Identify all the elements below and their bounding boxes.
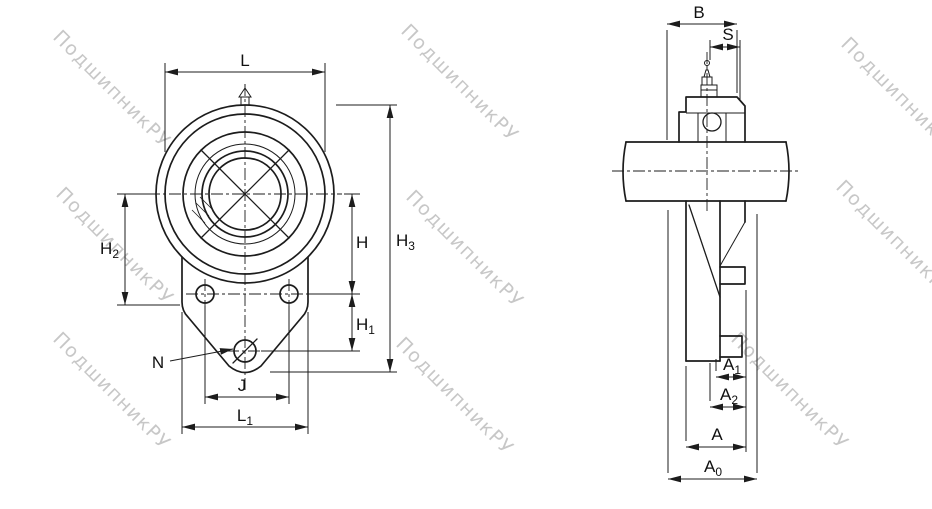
dim-H3: H3 xyxy=(270,104,415,373)
dim-label-N: N xyxy=(152,353,164,372)
watermark-text: ПодшипникРУ xyxy=(836,33,932,160)
dim-label-H2: H2 xyxy=(100,239,119,261)
housing-inner-circle xyxy=(164,113,326,275)
dim-label-A2: A2 xyxy=(720,385,738,407)
watermark-text: ПодшипникРУ xyxy=(48,328,175,455)
section-hatch xyxy=(191,196,214,224)
bearing-ball xyxy=(702,112,722,132)
shaft-left-end xyxy=(622,141,627,202)
dim-H1: H1 xyxy=(261,294,375,352)
watermark-layer: ПодшипникРУ ПодшипникРУ ПодшипникРУ Подш… xyxy=(48,20,932,460)
housing-bottom-section xyxy=(685,200,746,362)
housing-top-section xyxy=(678,60,746,143)
dim-label-H: H xyxy=(356,233,368,252)
front-view: L H3 H H1 H2 N xyxy=(100,51,415,434)
dim-label-H3: H3 xyxy=(396,231,415,253)
inner-ring-circle xyxy=(201,150,289,238)
housing-outer-circle xyxy=(155,104,335,284)
side-boss-middle xyxy=(719,266,746,285)
dim-label-A: A xyxy=(711,425,723,444)
dim-H2: H2 xyxy=(100,193,180,306)
dim-L1: L1 xyxy=(181,312,309,434)
dim-N: N xyxy=(152,348,234,372)
set-screw xyxy=(700,84,718,97)
watermark-text: ПодшипникРУ xyxy=(48,26,175,153)
watermark-text: ПодшипникРУ xyxy=(396,20,523,147)
bolt-hole-left xyxy=(195,284,215,304)
watermark-text: ПодшипникРУ xyxy=(831,176,932,303)
bearing-ring-circle xyxy=(194,143,296,245)
housing-circles xyxy=(155,104,335,284)
dim-label-H1: H1 xyxy=(356,315,375,337)
centerlines-side xyxy=(612,52,800,214)
dim-A0: A0 xyxy=(667,210,758,483)
bearing-outer-ring-circle xyxy=(182,131,308,257)
flange-slant-edge xyxy=(688,204,721,298)
watermark-text: ПодшипникРУ xyxy=(401,186,528,313)
flange-outline xyxy=(181,256,309,374)
dim-H: H xyxy=(306,193,368,295)
side-boss-bottom xyxy=(719,335,743,358)
bolt-hole-bottom-slash xyxy=(232,338,258,364)
bolt-hole-bottom xyxy=(233,339,257,363)
dim-label-A1: A1 xyxy=(723,355,741,377)
grease-nipple xyxy=(701,60,713,85)
side-view: B S A1 A2 A A0 xyxy=(612,3,800,483)
watermark-text: ПодшипникРУ xyxy=(726,328,853,455)
dim-A1: A1 xyxy=(715,290,747,452)
dim-label-A0: A0 xyxy=(704,457,722,479)
dim-S: S xyxy=(709,25,741,100)
shaft xyxy=(622,141,790,202)
bore-circle xyxy=(208,157,282,231)
dim-J: J xyxy=(204,306,290,404)
grease-fitting-front xyxy=(238,84,252,105)
watermark-text: ПодшипникРУ xyxy=(391,333,518,460)
dim-label-L1: L1 xyxy=(237,406,253,428)
dim-A: A xyxy=(685,366,746,451)
dim-label-J: J xyxy=(238,376,247,395)
dim-label-S: S xyxy=(722,25,733,44)
bolt-hole-right xyxy=(279,284,299,304)
dim-A2: A2 xyxy=(709,363,746,411)
dim-L: L xyxy=(164,51,326,152)
dim-B: B xyxy=(666,3,738,140)
insert-cross-lines xyxy=(200,149,290,239)
shaft-right-end xyxy=(785,141,790,202)
dim-label-B: B xyxy=(693,3,704,22)
dim-label-L: L xyxy=(240,51,249,70)
